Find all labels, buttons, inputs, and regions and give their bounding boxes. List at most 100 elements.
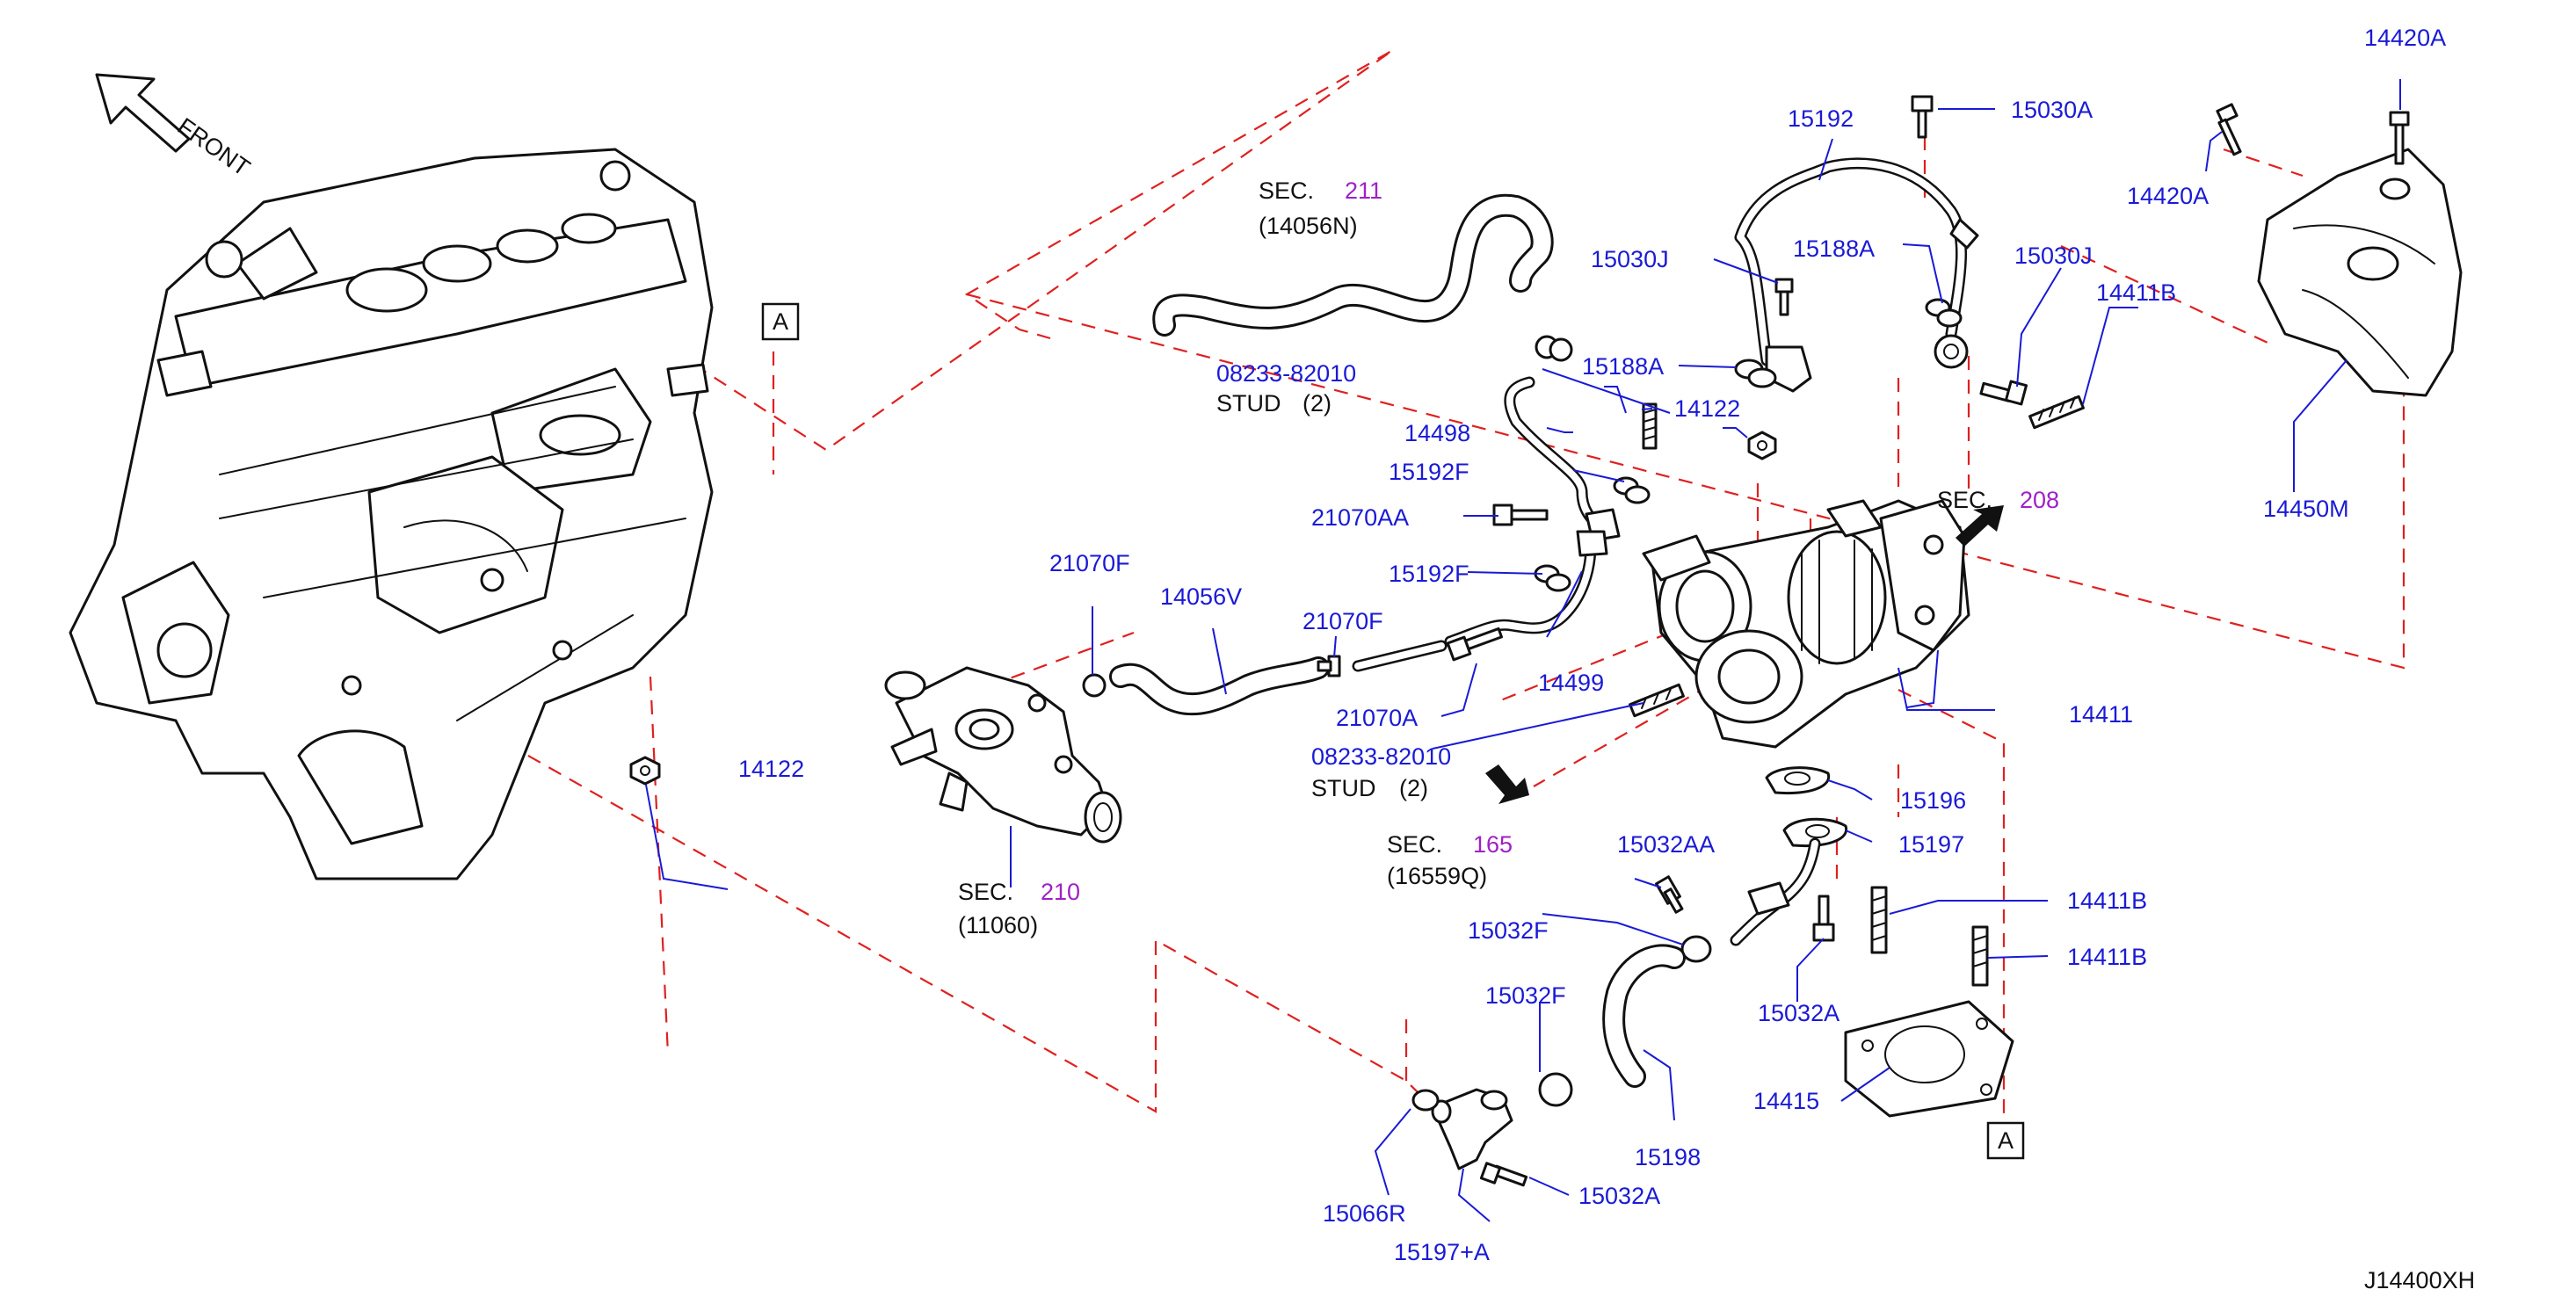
label-14122-left: 14122	[738, 756, 804, 782]
o-ring-15066R-icon	[1411, 1089, 1440, 1112]
bolt-15030A-icon	[1911, 95, 1934, 139]
label-15197A: 15197+A	[1394, 1239, 1490, 1265]
label-14499: 14499	[1538, 670, 1604, 696]
label-15066R: 15066R	[1323, 1200, 1406, 1227]
oil-return-tube-15197	[1730, 817, 1848, 946]
label-08233-lower: 08233-82010	[1311, 743, 1451, 770]
water-hose-14056V	[1109, 656, 1330, 716]
leader-lines	[645, 79, 2401, 1222]
gasket-15196-icon	[1765, 766, 1831, 795]
label-14498: 14498	[1404, 420, 1470, 446]
label-stud-lower-qty: (2)	[1399, 775, 1428, 801]
label-15030J-right: 15030J	[2014, 243, 2093, 269]
label-15032A-right: 15032A	[1758, 1000, 1839, 1026]
sec-211-number: 211	[1345, 177, 1382, 204]
front-label: FRONT	[173, 112, 255, 181]
label-15188A-top: 15188A	[1793, 235, 1875, 262]
sec-165-number: 165	[1473, 831, 1513, 858]
hose-clamp-upper-icon	[1535, 335, 1573, 362]
label-14056V: 14056V	[1160, 583, 1242, 610]
svg-text:A: A	[1998, 1127, 2014, 1154]
label-15030A: 15030A	[2011, 97, 2093, 123]
heat-insulator-14450M	[2257, 148, 2463, 397]
label-21070AA: 21070AA	[1311, 504, 1409, 531]
turbocharger-14411	[1642, 499, 1970, 749]
washer-15192F-top-icon	[1613, 476, 1651, 504]
label-15032F-top: 15032F	[1468, 917, 1549, 944]
water-hose-14056N	[1152, 193, 1554, 337]
small-hose	[1352, 640, 1448, 672]
washer-15192F-mid-icon	[1534, 564, 1571, 592]
label-15192F-top: 15192F	[1389, 459, 1469, 485]
sec-165-part: (16559Q)	[1387, 863, 1487, 889]
label-14420A-top: 14420A	[2364, 25, 2446, 51]
sec-208-number: 208	[2020, 487, 2059, 513]
stud-08233-upper-icon	[1642, 402, 1658, 450]
sec-210-number: 210	[1041, 879, 1080, 905]
reference-box-a-top: A	[761, 302, 800, 341]
label-15032AA: 15032AA	[1617, 831, 1715, 858]
label-14415: 14415	[1753, 1088, 1819, 1114]
label-15032F-low: 15032F	[1485, 982, 1566, 1009]
oil-return-tube-15197A	[1431, 1088, 1513, 1170]
nut-14122-left-icon	[629, 756, 661, 786]
label-15032A-low: 15032A	[1578, 1183, 1660, 1209]
label-21070F-left: 21070F	[1049, 550, 1130, 576]
engine-block-illustration	[69, 148, 714, 880]
label-stud-lower-word: STUD	[1311, 775, 1376, 801]
label-14450M: 14450M	[2263, 496, 2349, 522]
label-15198: 15198	[1635, 1144, 1701, 1170]
label-15192: 15192	[1788, 105, 1854, 132]
bolt-14420A-top-icon	[2389, 111, 2410, 165]
stud-14411B-low-icon	[1971, 925, 1989, 987]
front-arrow-icon	[95, 73, 191, 153]
bolt-15030J-left-icon	[1774, 278, 1794, 316]
label-14122-top: 14122	[1674, 395, 1740, 422]
washer-15188A-top-icon	[1925, 298, 1963, 328]
bolt-15030J-right-icon	[1979, 380, 2028, 406]
stud-14411B-top-icon	[2028, 395, 2085, 430]
sec-210-word: SEC.	[958, 879, 1013, 905]
sec-211-part: (14056N)	[1259, 213, 1358, 239]
label-stud-upper-word: STUD	[1216, 390, 1281, 417]
hose-15198	[1602, 944, 1686, 1088]
diagram-code: J14400XH	[2364, 1267, 2475, 1293]
label-15197: 15197	[1898, 831, 1964, 858]
label-21070F-mid: 21070F	[1303, 608, 1383, 634]
clamp-21070F-mid-icon	[1317, 655, 1341, 677]
sec-211-word: SEC.	[1259, 177, 1314, 204]
bolt-15032A-right-icon	[1812, 895, 1835, 942]
label-15196: 15196	[1900, 787, 1966, 814]
water-tube-14499	[1444, 530, 1608, 648]
sec-165-word: SEC.	[1387, 831, 1442, 858]
water-outlet-housing-11060	[884, 666, 1122, 844]
oil-feed-tube-15192	[1734, 157, 1979, 393]
label-14411B-low: 14411B	[2067, 944, 2147, 970]
stud-08233-lower-icon	[1629, 683, 1685, 718]
label-15030J-left: 15030J	[1591, 246, 1669, 272]
bolt-15032A-low-icon	[1479, 1162, 1528, 1187]
gasket-14415-icon	[1844, 1000, 2014, 1118]
label-14411: 14411	[2069, 701, 2133, 728]
arrow-sec-165-icon	[1485, 764, 1529, 804]
o-ring-21070F-left-icon	[1082, 673, 1107, 698]
bolt-21070A-icon	[1446, 627, 1504, 662]
label-14411B-top: 14411B	[2096, 279, 2176, 306]
bolt-15032AA-icon	[1655, 875, 1684, 914]
label-08233-upper: 08233-82010	[1216, 360, 1356, 387]
label-stud-upper-qty: (2)	[1303, 390, 1332, 417]
clamp-15032F-low-icon	[1538, 1072, 1573, 1107]
bolt-14420A-left-icon	[2216, 103, 2242, 156]
washer-15188A-mid-icon	[1734, 359, 1777, 388]
clamp-15032F-top-icon	[1680, 935, 1712, 963]
stud-14411B-mid-icon	[1870, 886, 1888, 954]
svg-text:A: A	[773, 308, 788, 335]
nut-14122-top-icon	[1747, 431, 1777, 460]
sec-210-part: (11060)	[958, 912, 1038, 938]
label-15188A-mid: 15188A	[1582, 353, 1664, 380]
sec-208-word: SEC.	[1937, 487, 1992, 513]
label-15192F-mid: 15192F	[1389, 561, 1469, 587]
bolt-21070AA-icon	[1492, 503, 1549, 526]
reference-box-a-bottom: A	[1986, 1121, 2025, 1160]
